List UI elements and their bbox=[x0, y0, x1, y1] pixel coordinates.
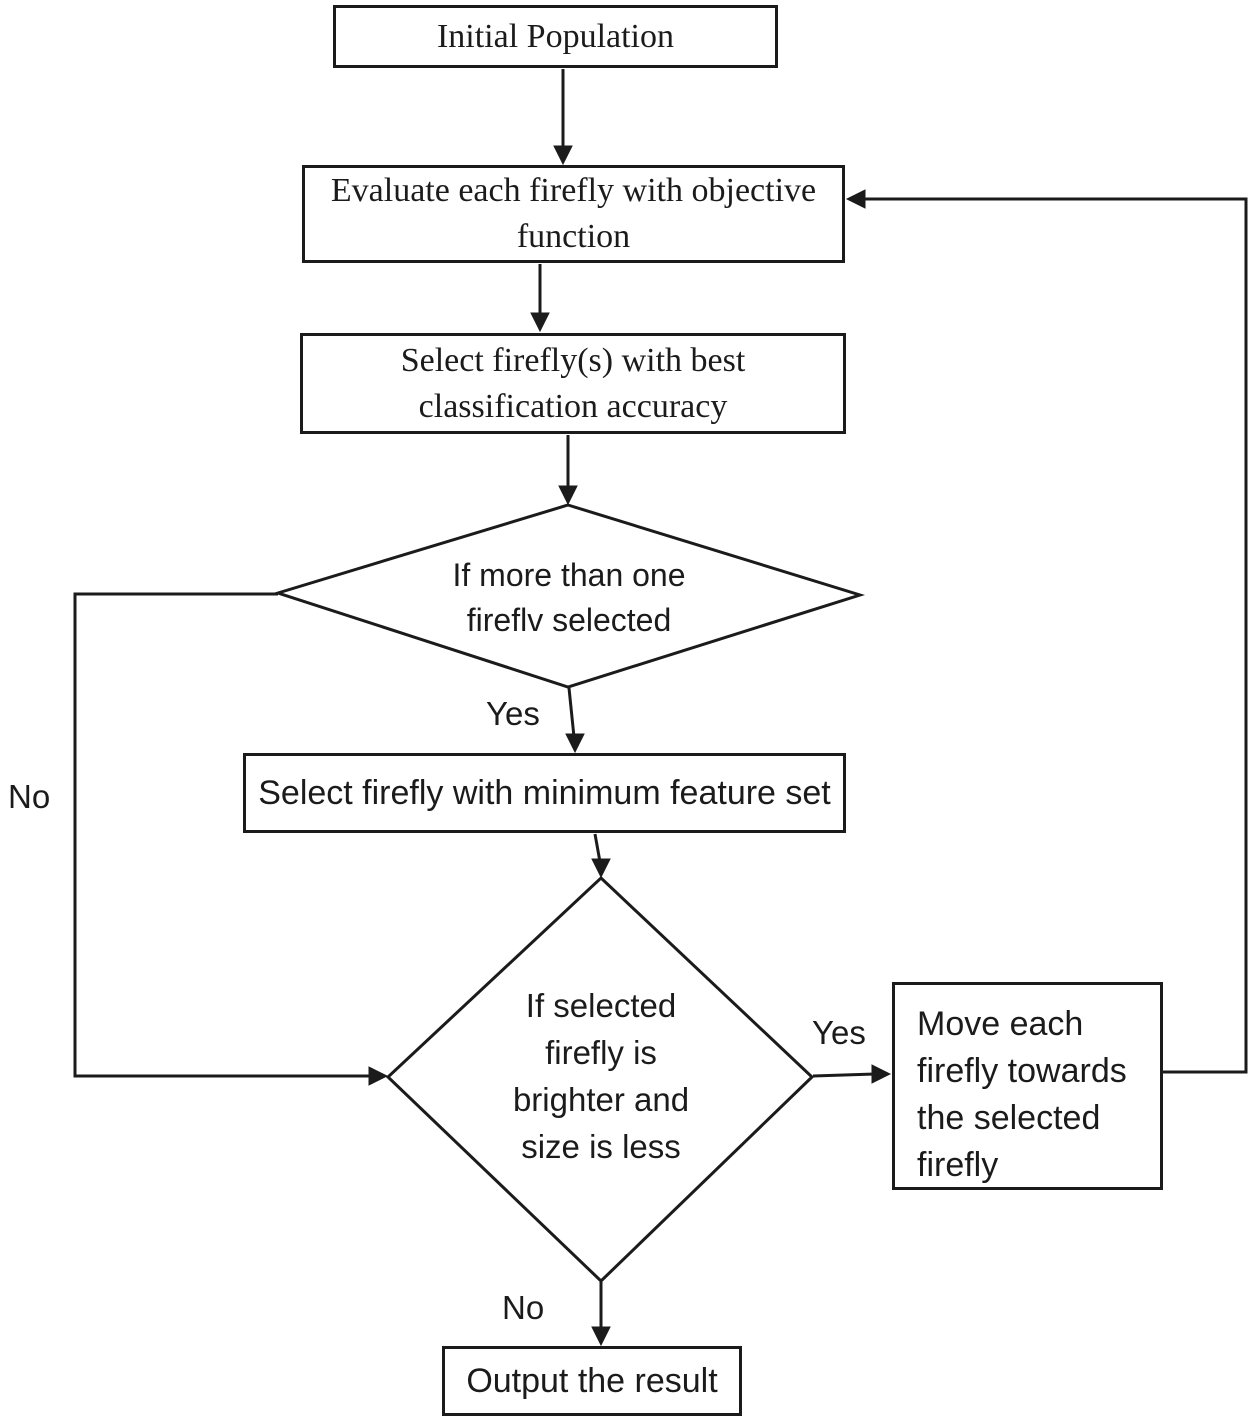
decision-diamond-brighter-smaller bbox=[385, 875, 815, 1284]
arrowhead-select-best-to-decision1 bbox=[558, 485, 578, 506]
node-evaluate-objective: Evaluate each firefly with objective fun… bbox=[302, 165, 845, 263]
arrowhead-decision2-no-to-output bbox=[591, 1326, 611, 1347]
arrowhead-evaluate-to-select-best bbox=[530, 312, 550, 333]
edge-decision1-yes-to-select-min bbox=[567, 687, 576, 738]
decision1-label: If more than one fireflv selected bbox=[452, 557, 686, 638]
edge-label-decision1-no: No bbox=[8, 778, 51, 815]
edge-decision1-no-loop bbox=[73, 592, 372, 1078]
node-initial-population: Initial Population bbox=[333, 5, 778, 68]
edge-decision2-yes-to-move bbox=[812, 1072, 876, 1078]
arrowhead-decision1-no-loop bbox=[368, 1066, 389, 1086]
arrowhead-decision2-yes-to-move bbox=[871, 1064, 892, 1084]
decision-diamond-more-than-one bbox=[272, 503, 866, 689]
arrowhead-initial-to-evaluate bbox=[553, 145, 573, 166]
arrowhead-move-feedback-loop bbox=[845, 189, 866, 209]
arrowhead-select-min-to-decision2 bbox=[591, 858, 611, 879]
node-output-result: Output the result bbox=[442, 1346, 742, 1416]
edge-label-decision1-yes: Yes bbox=[486, 695, 540, 732]
node-select-best-accuracy: Select firefly(s) with best classificati… bbox=[300, 333, 846, 434]
node-select-min-feature: Select firefly with minimum feature set bbox=[243, 753, 846, 833]
edge-move-feedback-loop bbox=[862, 197, 1248, 1074]
decision2-label: If selected firefly is brighter and size… bbox=[512, 987, 690, 1165]
node-move-fireflies: Move each firefly towards the selected f… bbox=[892, 982, 1163, 1190]
edge-label-decision2-yes: Yes bbox=[812, 1014, 866, 1051]
arrowhead-decision1-yes-to-select-min bbox=[565, 733, 585, 754]
edge-label-decision2-no: No bbox=[502, 1289, 545, 1326]
edge-select-min-to-decision2 bbox=[593, 833, 602, 863]
